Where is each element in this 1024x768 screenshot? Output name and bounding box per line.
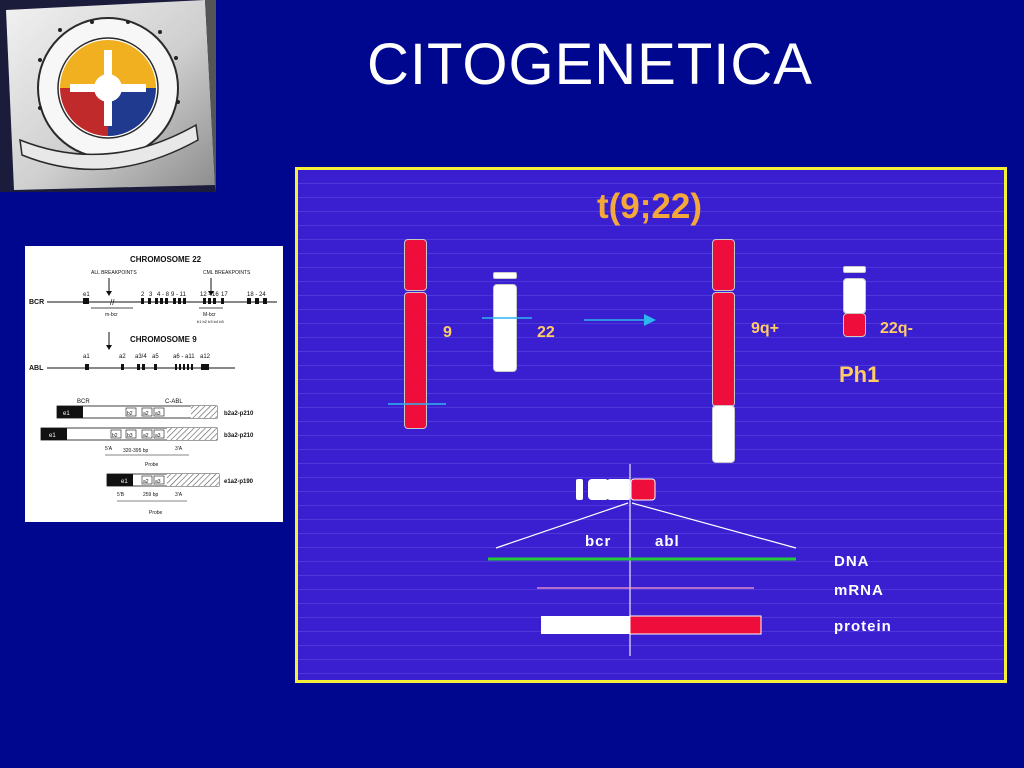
abl-exon-label: a1 [83, 354, 90, 360]
bcr-abl-breakpoint-figure: CHROMOSOME 22 ALL BREAKPOINTS CML BREAKP… [25, 246, 283, 522]
c-abl-header: C-ABL [165, 399, 183, 405]
translocation-title: t(9;22) [597, 187, 703, 226]
chromosome-9-short-arm [404, 239, 427, 291]
primer-label: 3'A [175, 492, 183, 498]
chromosome-22-satellite [493, 272, 517, 279]
abl-gene-label: ABL [29, 365, 44, 372]
chromosome-9q-plus-short-arm [712, 239, 735, 291]
chromosome-22q-minus-satellite [843, 266, 866, 273]
mrna-label: mRNA [834, 582, 884, 599]
bp-label: 320-395 bp [123, 448, 149, 454]
abl-exon-label: a5 [152, 354, 159, 360]
probe-label: Probe [145, 462, 159, 468]
abl-exon-label: a3/4 [135, 354, 147, 360]
primer-label: 3'A [175, 446, 183, 452]
chrom22-heading: CHROMOSOME 22 [130, 255, 202, 264]
bcr-exon-label: 3 [149, 292, 153, 298]
e1-label: e1 [121, 479, 128, 485]
abl-label: abl [655, 533, 680, 550]
a2-label: a2 [143, 411, 149, 417]
bcr-gene-label: BCR [29, 299, 44, 306]
e1-label: e1 [49, 433, 56, 439]
bcr-exon-label: 17 [221, 292, 228, 298]
abl-exon-label: a6 - a11 [173, 354, 195, 360]
all-breakpoints-label: ALL BREAKPOINTS [91, 270, 137, 276]
bcr-exon-label: 4 - 8 [157, 292, 170, 298]
chromosome-22-label: 22 [537, 324, 555, 341]
b3-label: b3 [127, 433, 133, 439]
translocation-arrow-icon [644, 314, 656, 326]
zoom-left-line [495, 502, 629, 549]
a3-label: a3 [155, 433, 161, 439]
university-logo [0, 0, 216, 192]
m-bcr-label: m-bcr [105, 312, 118, 318]
abl-exon-label: a12 [200, 354, 211, 360]
primer-label: 5'B [117, 492, 125, 498]
breakpoint-map: CHROMOSOME 22 ALL BREAKPOINTS CML BREAKP… [29, 255, 277, 516]
a3-label: a3 [155, 479, 161, 485]
cml-breakpoints-label: CML BREAKPOINTS [203, 270, 251, 276]
fusion-chromosome-segment [588, 479, 609, 500]
b2-label: b2 [127, 411, 133, 417]
transcript-label: e1a2-p190 [224, 479, 254, 485]
bcr-header: BCR [77, 399, 90, 405]
chrom9-heading: CHROMOSOME 9 [130, 335, 197, 344]
philadelphia-chromosome-label: Ph1 [839, 362, 880, 387]
a3-label: a3 [155, 411, 161, 417]
bcr-exon-label: 18 - 24 [247, 292, 266, 298]
a2-label: a2 [143, 479, 149, 485]
chromosome-22 [493, 284, 517, 372]
svg-text://: // [110, 298, 115, 307]
transcript-label: b2a2-p210 [224, 411, 254, 417]
bcr-exon-label: 2 [141, 292, 145, 298]
bcr-exon-label: 12 - 16 [200, 292, 219, 298]
protein-bcr-portion [541, 616, 631, 634]
protein-abl-portion [629, 615, 762, 635]
chromosome-9q-plus-label: 9q+ [751, 320, 780, 337]
slide-title: CITOGENETICA [367, 32, 813, 97]
e1-label: e1 [63, 411, 70, 417]
bcr-label: bcr [585, 533, 612, 550]
fusion-chromosome-abl-segment [630, 478, 656, 501]
abl-exon-label: a2 [119, 354, 126, 360]
transcript-label: b3a2-p210 [224, 433, 254, 439]
primer-label: 5'A [105, 446, 113, 452]
fusion-chromosome-segment [607, 479, 631, 500]
bp-label: 259 bp [143, 492, 159, 498]
chromosome-22q-minus-label: 22q- [880, 320, 913, 337]
probe-label: Probe [149, 510, 163, 516]
a2-label: a2 [143, 433, 149, 439]
chromosome-9-long-arm [404, 292, 427, 429]
M-bcr-label: M-bcr [203, 312, 216, 318]
chromosome-9q-plus-translocated-segment [712, 405, 735, 463]
b-exons-label: b1 b2 b3 b4 b5 [197, 319, 224, 324]
bcr-exon-label: 9 - 11 [171, 292, 187, 298]
b2-label: b2 [112, 433, 118, 439]
protein-label: protein [834, 618, 892, 635]
fusion-chromosome-satellite [576, 479, 583, 500]
dna-label: DNA [834, 553, 870, 570]
zoom-right-line [631, 502, 797, 549]
university-seal-image [0, 0, 216, 192]
chromosome-22q-minus-abl-segment [843, 313, 866, 337]
bcr-exon-label: e1 [83, 292, 90, 298]
chromosome-9-label: 9 [443, 324, 452, 341]
